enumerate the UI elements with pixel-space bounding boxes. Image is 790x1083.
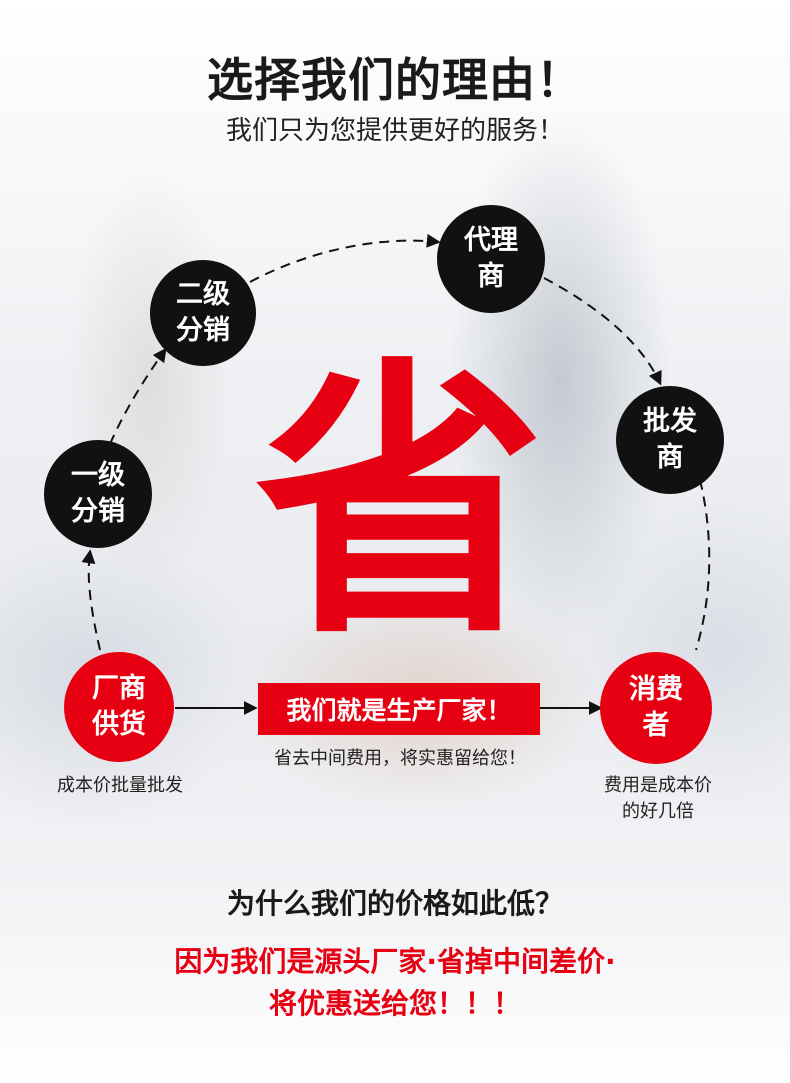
- node-level1-distributor: 一级分销: [44, 440, 152, 548]
- consumer-caption: 费用是成本价 的好几倍: [578, 773, 738, 825]
- node-consumer: 消费者: [600, 652, 712, 764]
- manufacturer-caption: 成本价批量批发: [57, 775, 183, 796]
- factory-banner: 我们就是生产厂家！: [258, 683, 540, 735]
- answer-line-2: 将优惠送给您！！！: [268, 987, 521, 1020]
- consumer-caption-line: 费用是成本价: [604, 775, 712, 796]
- node-level2-distributor: 二级分销: [150, 260, 256, 366]
- arrow-level1-to-level2: [109, 347, 167, 445]
- consumer-caption-line: 的好几倍: [622, 801, 694, 822]
- node-manufacturer: 厂商供货: [64, 652, 174, 762]
- node-label-line: 批发: [643, 406, 697, 437]
- arrow-manufacturer-to-level1: [81, 549, 101, 651]
- save-character: 省: [255, 336, 545, 673]
- arrow-level2-to-agent: [249, 233, 441, 283]
- node-label-line: 商: [656, 442, 684, 473]
- node-label-line: 一级: [71, 460, 125, 491]
- node-label-line: 代理: [464, 225, 518, 256]
- arrow-agent-to-wholesaler: [543, 277, 662, 386]
- answer-line-1: 因为我们是源头厂家·省掉中间差价·: [174, 945, 616, 978]
- banner-caption: 省去中间费用，将实惠留给您！: [274, 748, 526, 769]
- node-label-line: 消费: [629, 674, 683, 705]
- node-label-line: 二级: [176, 279, 230, 310]
- node-label-line: 分销: [176, 315, 230, 346]
- node-label-line: 者: [642, 710, 670, 741]
- page-title: 选择我们的理由！: [207, 53, 583, 107]
- node-wholesaler: 批发商: [616, 386, 724, 494]
- node-label-line: 分销: [71, 496, 125, 527]
- page-subtitle: 我们只为您提供更好的服务！: [225, 116, 564, 146]
- question-heading: 为什么我们的价格如此低？: [226, 887, 563, 920]
- arrow-wholesaler-to-consumer: [695, 479, 711, 651]
- node-label-line: 商: [477, 261, 505, 292]
- node-agent: 代理商: [437, 205, 545, 313]
- node-label-line: 厂商: [92, 673, 146, 704]
- node-label-line: 供货: [92, 709, 146, 740]
